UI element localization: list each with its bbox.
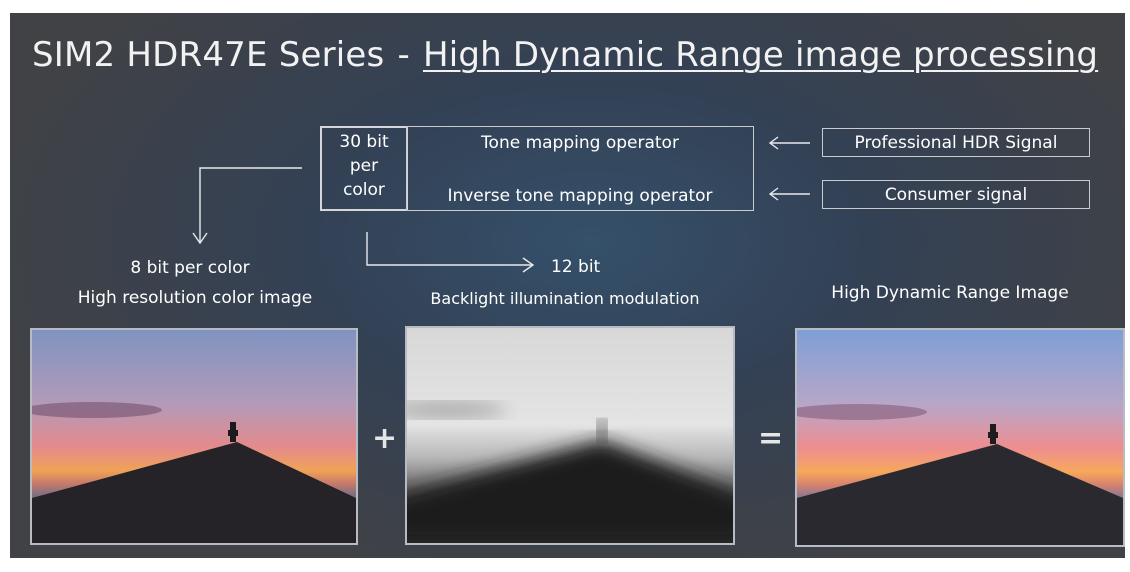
flow-arrows	[192, 136, 810, 273]
professional-signal-arrow-icon	[768, 136, 810, 150]
operator-box: Tone mapping operator Inverse tone mappi…	[406, 126, 754, 211]
consumer-signal-label: Consumer signal	[884, 185, 1028, 205]
hdr-result-image	[795, 328, 1125, 547]
color-output-arrow-icon	[192, 167, 302, 245]
color-image	[30, 328, 358, 545]
bit-depth-line-1: 30 bit	[339, 132, 389, 152]
professional-signal-label: Professional HDR Signal	[854, 133, 1058, 153]
inverse-tone-mapping-label: Inverse tone mapping operator	[447, 186, 713, 206]
title-product: SIM2 HDR47E Series	[32, 35, 385, 75]
color-bits-label: 8 bit per color	[130, 258, 250, 278]
backlight-bits-label: 12 bit	[551, 257, 601, 277]
backlight-output-arrow-icon	[366, 232, 535, 273]
consumer-signal-arrow-icon	[768, 187, 810, 201]
title-separator: -	[397, 35, 410, 75]
backlight-label: Backlight illumination modulation	[430, 289, 700, 308]
title-topic: High Dynamic Range image processing	[422, 35, 1099, 75]
plus-operator: +	[372, 421, 398, 456]
hdr-processing-slide: SIM2 HDR47E Series - High Dynamic Range …	[10, 13, 1125, 558]
bit-depth-box: 30 bit per color	[320, 126, 408, 211]
hdr-image-label: High Dynamic Range Image	[831, 283, 1069, 303]
consumer-signal-box: Consumer signal	[822, 180, 1090, 209]
color-image-label: High resolution color image	[77, 288, 313, 308]
equals-operator: =	[758, 421, 784, 456]
bit-depth-line-2: per	[349, 156, 379, 176]
professional-signal-box: Professional HDR Signal	[822, 128, 1090, 157]
tone-mapping-label: Tone mapping operator	[481, 133, 679, 153]
slide-title: SIM2 HDR47E Series - High Dynamic Range …	[32, 35, 1098, 75]
backlight-image	[405, 326, 735, 545]
bit-depth-line-3: color	[343, 180, 385, 200]
